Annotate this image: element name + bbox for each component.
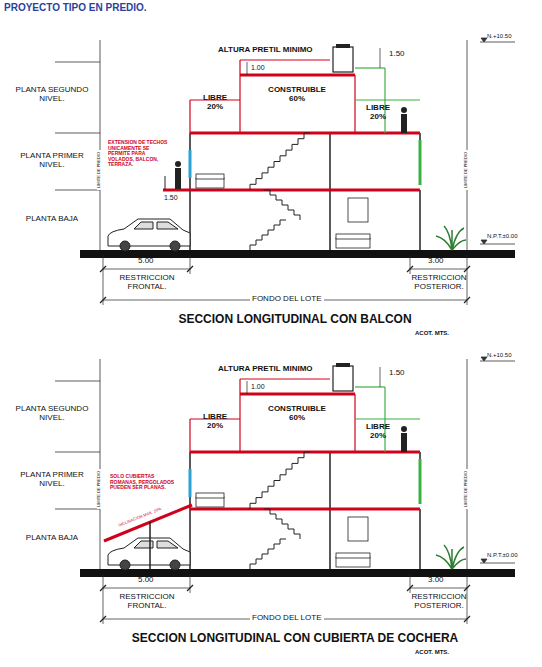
level-mark: N.+10.50 — [487, 33, 512, 40]
level-name: PLANTA SEGUNDO NIVEL. — [8, 86, 96, 104]
zone-label: LIBRE 20% — [195, 413, 235, 431]
level-name: PLANTA SEGUNDO NIVEL. — [8, 405, 96, 423]
zone-label: CONSTRUIBLE 60% — [261, 86, 333, 104]
dimension: 1.00 — [251, 64, 265, 72]
level-mark: N.P.T.±0.00 — [487, 552, 518, 559]
level-name: PLANTA PRIMER NIVEL. — [8, 152, 96, 170]
level-mark: N.P.T.±0.00 — [487, 233, 518, 240]
height-label: ALTURA PRETIL MINIMO — [218, 46, 313, 55]
height-label: ALTURA PRETIL MINIMO — [218, 365, 313, 374]
dimension: 1.50 — [389, 369, 405, 378]
units-note: ACOT. MTS. — [415, 330, 449, 337]
restriction-label: RESTRICCION POSTERIOR. — [398, 593, 480, 611]
dimension: FONDO DEL LOTE — [250, 614, 324, 623]
dimension: FONDO DEL LOTE — [250, 295, 324, 304]
zone-label: LIBRE 20% — [195, 94, 235, 112]
level-name: PLANTA PRIMER NIVEL. — [8, 471, 96, 489]
units-note: ACOT. MTS. — [415, 649, 449, 656]
dimension: 1.00 — [251, 383, 265, 391]
dimension: 5.00 — [138, 257, 154, 266]
dimension: 3.00 — [428, 576, 444, 585]
red-note: EXTENSION DE TECHOS UNICAMENTE SE PERMIT… — [108, 140, 168, 168]
dimension: 5.00 — [138, 576, 154, 585]
dimension: 1.50 — [389, 50, 405, 59]
lot-limit: LIMITE DE PREDIO — [464, 150, 468, 190]
dimension: 1.50 — [164, 194, 178, 202]
level-name: PLANTA BAJA — [8, 215, 96, 224]
red-note: SOLO CUBIERTAS ROMANAS, PERGOLADOS PUEDE… — [110, 474, 182, 491]
restriction-label: RESTRICCION FRONTAL. — [100, 593, 194, 611]
lot-limit: LIMITE DE PREDIO — [97, 150, 101, 190]
zone-label: CONSTRUIBLE 60% — [261, 405, 333, 423]
section-title: SECCION LONGITUDINAL CON CUBIERTA DE COC… — [70, 632, 520, 645]
page-title: PROYECTO TIPO EN PREDIO. — [4, 2, 147, 13]
restriction-label: RESTRICCION POSTERIOR. — [398, 274, 480, 292]
dimension: 3.00 — [428, 257, 444, 266]
section-title: SECCION LONGITUDINAL CON BALCON — [100, 313, 490, 326]
lot-limit: LIMITE DE PREDIO — [464, 469, 468, 509]
level-mark: N.+10.50 — [487, 352, 512, 359]
restriction-label: RESTRICCION FRONTAL. — [100, 274, 194, 292]
level-name: PLANTA BAJA — [8, 534, 96, 543]
zone-label: LIBRE 20% — [358, 423, 398, 441]
lot-limit: LIMITE DE PREDIO — [97, 469, 101, 509]
zone-label: LIBRE 20% — [358, 104, 398, 122]
